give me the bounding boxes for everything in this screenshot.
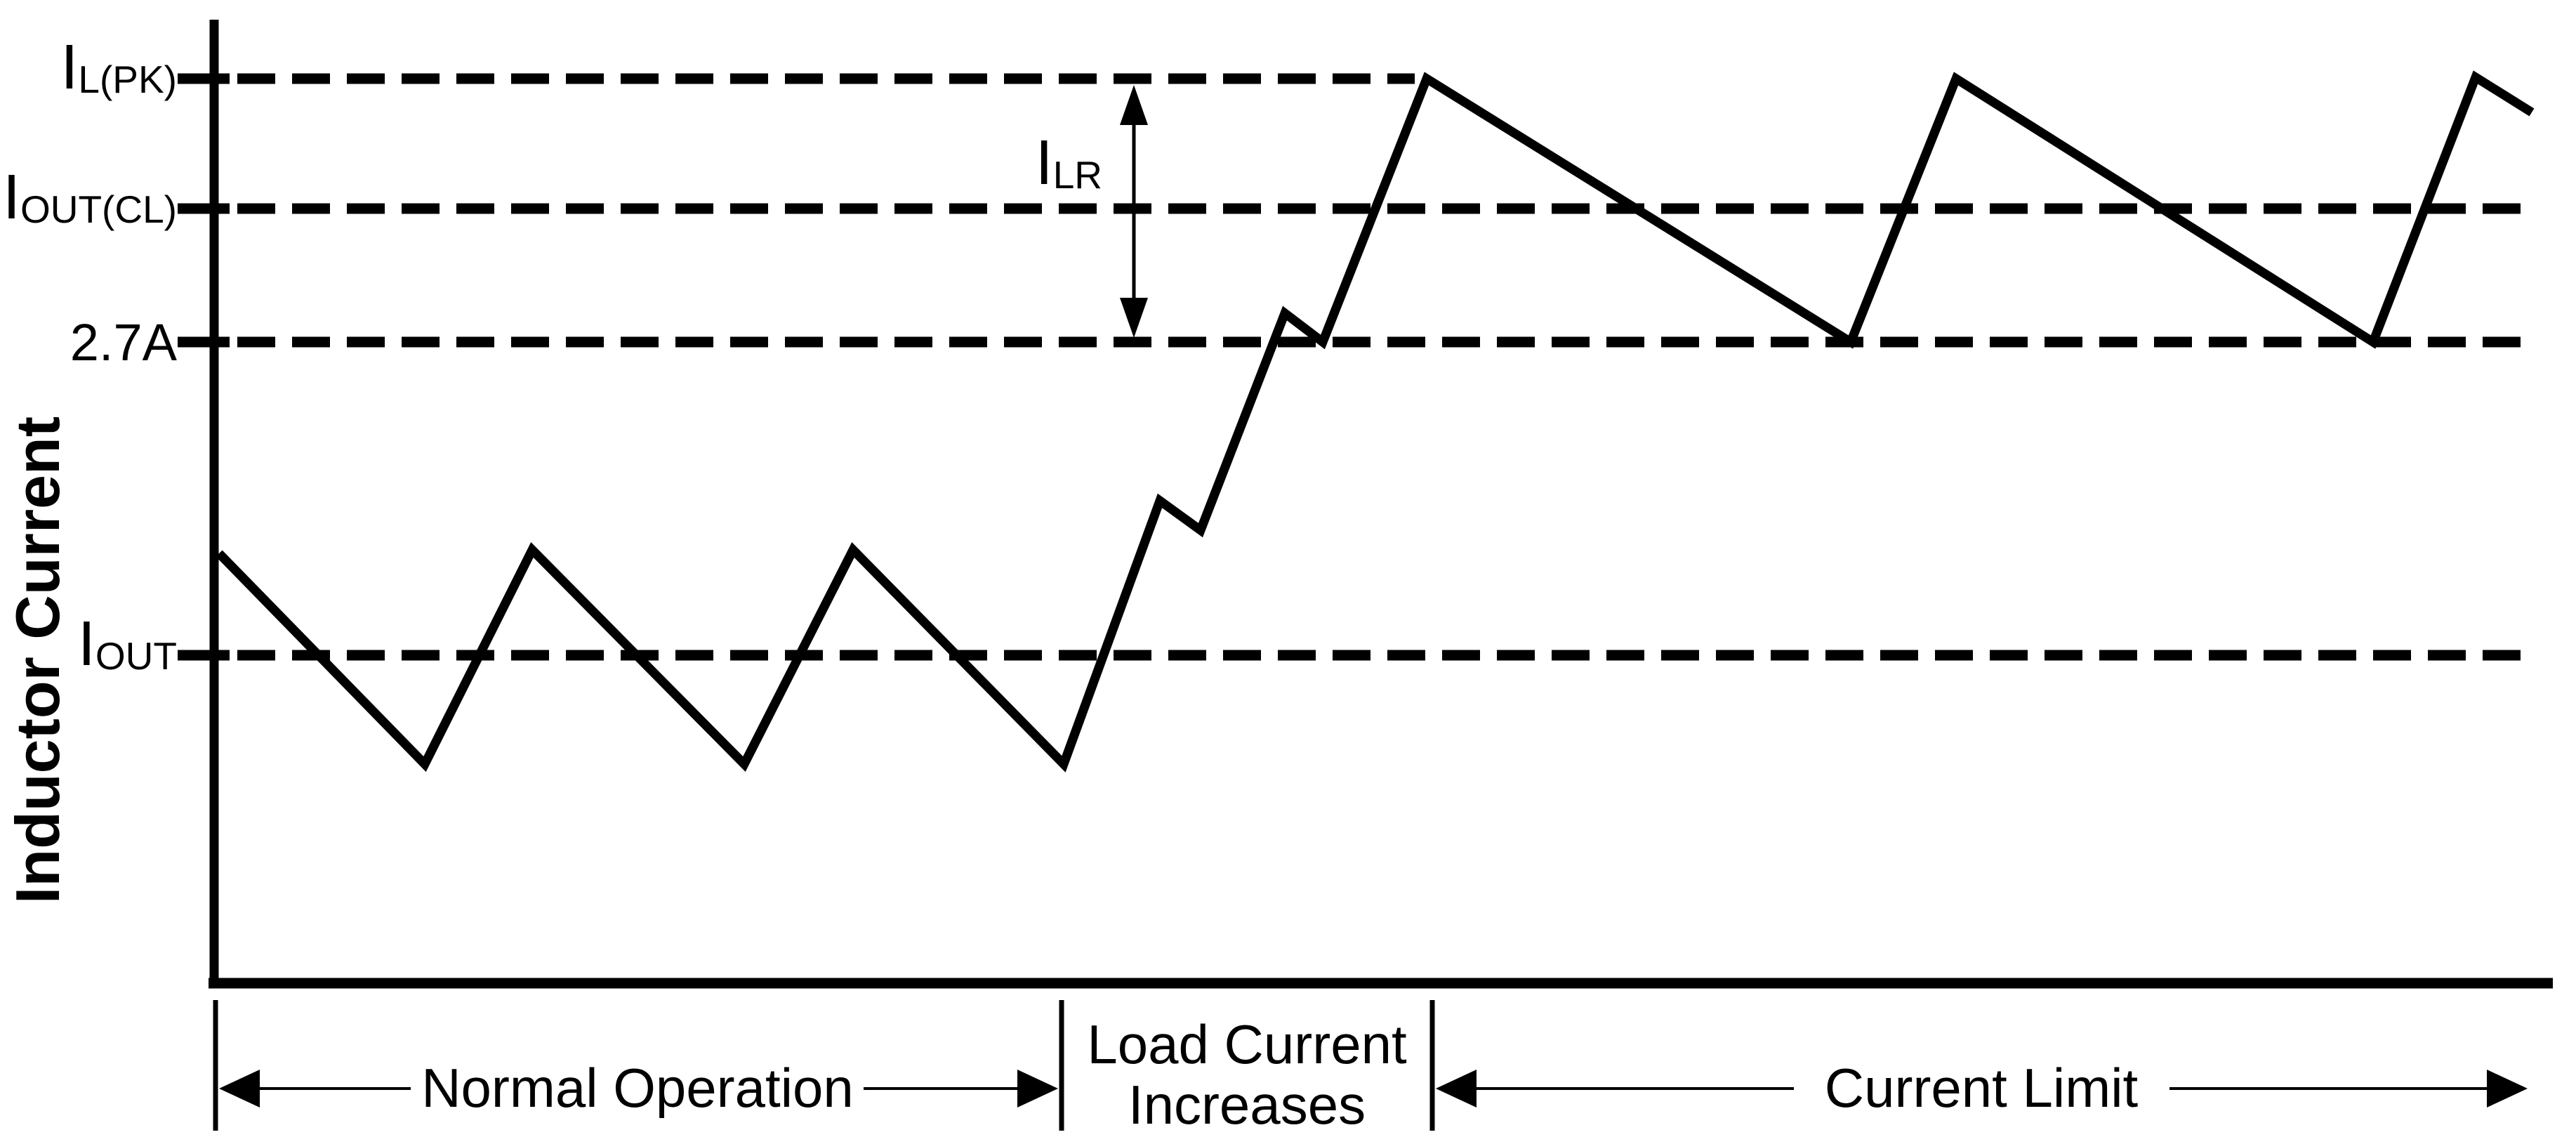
- region-normal-operation: Normal Operation: [219, 1057, 1058, 1119]
- arrow-up-icon: [1120, 85, 1148, 125]
- region-label-line2: Increases: [1128, 1074, 1366, 1136]
- level-2p7a: 2.7A: [70, 313, 2536, 372]
- arrow-right-icon: [1017, 1070, 1058, 1108]
- y-axis-title: Inductor Current: [3, 416, 72, 904]
- level-iout-cl: IOUT(CL): [3, 162, 2536, 232]
- arrow-left-icon: [219, 1070, 260, 1108]
- region-load-current-increases: Load Current Increases: [1087, 1013, 1407, 1136]
- level-label: IL(PK): [60, 32, 177, 103]
- arrow-left-icon: [1436, 1070, 1477, 1108]
- reference-levels: IL(PK) IOUT(CL) 2.7A IOUT: [3, 32, 2536, 679]
- region-annotations: Normal Operation Load Current Increases …: [213, 1000, 2528, 1136]
- ripple-label: ILR: [1036, 128, 1102, 198]
- region-current-limit: Current Limit: [1436, 1057, 2528, 1119]
- region-label-line1: Load Current: [1087, 1013, 1407, 1075]
- ripple-annotation: ILR: [1036, 85, 1148, 338]
- region-label: Normal Operation: [421, 1057, 854, 1119]
- level-il-pk: IL(PK): [60, 32, 1415, 103]
- region-label: Current Limit: [1825, 1057, 2139, 1119]
- arrow-down-icon: [1120, 298, 1148, 338]
- level-label: 2.7A: [70, 313, 178, 372]
- arrow-right-icon: [2487, 1070, 2528, 1108]
- level-label: IOUT: [78, 609, 177, 679]
- level-iout: IOUT: [78, 609, 2536, 679]
- waveform-line: [216, 70, 2535, 773]
- level-label: IOUT(CL): [3, 162, 177, 232]
